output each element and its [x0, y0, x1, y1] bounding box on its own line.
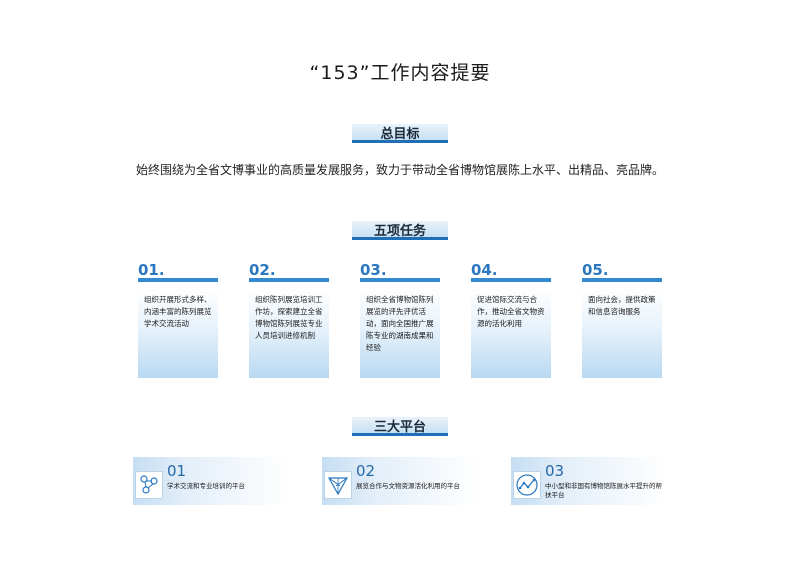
task-card-3: 03. 组织全省博物馆陈列展览的评先评优活动，面向全国推广展陈专业的湖南成果和经… — [360, 262, 440, 378]
platforms-section-label: 三大平台 — [352, 417, 448, 436]
platform-number: 02 — [356, 462, 376, 480]
goal-text: 始终围绕为全省文博事业的高质量发展服务，致力于带动全省博物馆展陈上水平、出精品、… — [135, 163, 664, 177]
tasks-section-label: 五项任务 — [352, 221, 448, 240]
task-number: 01. — [138, 262, 218, 282]
task-number: 03. — [360, 262, 440, 282]
task-description: 组织陈列展览培训工作坊，探索建立全省博物馆陈列展览专业人员培训进修机制 — [249, 288, 329, 378]
platform-number: 03 — [545, 462, 565, 480]
task-card-5: 05. 面向社会，提供政策和信息咨询服务 — [582, 262, 662, 378]
platform-number: 01 — [167, 462, 187, 480]
task-description: 组织全省博物馆陈列展览的评先评优活动，面向全国推广展陈专业的湖南成果和经验 — [360, 288, 440, 378]
people-network-icon — [135, 471, 163, 499]
task-card-2: 02. 组织陈列展览培训工作坊，探索建立全省博物馆陈列展览专业人员培训进修机制 — [249, 262, 329, 378]
task-number: 02. — [249, 262, 329, 282]
task-description: 组织开展形式多样、内涵丰富的陈列展览学术交流活动 — [138, 288, 218, 378]
platform-card-1: 01 学术交流和专业培训的平台 — [133, 457, 289, 505]
platform-description: 中小型和非国有博物馆陈展水平提升的帮扶平台 — [545, 482, 662, 499]
page-title: “153”工作内容提要 — [309, 62, 491, 84]
task-description: 促进馆际交流与合作，推动全省文物资源的活化利用 — [471, 288, 551, 378]
platform-description: 展览合作与文物资源活化利用的平台 — [356, 482, 460, 490]
platform-card-3: 03 中小型和非国有博物馆陈展水平提升的帮扶平台 — [511, 457, 667, 505]
platform-description: 学术交流和专业培训的平台 — [167, 482, 245, 490]
growth-chart-icon — [513, 471, 541, 499]
goal-section-label: 总目标 — [352, 124, 448, 143]
platform-card-2: 02 展览合作与文物资源活化利用的平台 — [322, 457, 478, 505]
task-number: 04. — [471, 262, 551, 282]
task-description: 面向社会，提供政策和信息咨询服务 — [582, 288, 662, 378]
task-number: 05. — [582, 262, 662, 282]
task-card-4: 04. 促进馆际交流与合作，推动全省文物资源的活化利用 — [471, 262, 551, 378]
task-card-1: 01. 组织开展形式多样、内涵丰富的陈列展览学术交流活动 — [138, 262, 218, 378]
geometric-sculpture-icon — [324, 471, 352, 499]
